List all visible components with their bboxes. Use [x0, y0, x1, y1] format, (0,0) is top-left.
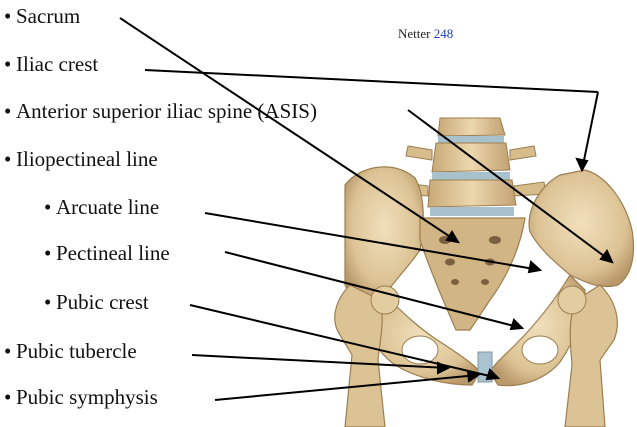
bullet: • [4, 149, 16, 170]
bullet: • [4, 54, 16, 75]
label-pubic-tubercle: •Pubic tubercle [4, 341, 137, 362]
label-pubic-tubercle-text: Pubic tubercle [16, 339, 137, 363]
label-iliopectineal-line: •Iliopectineal line [4, 149, 158, 170]
label-pubic-crest: •Pubic crest [44, 292, 149, 313]
label-pectineal-line-text: Pectineal line [56, 241, 170, 265]
bullet: • [44, 292, 56, 313]
netter-reference: Netter 248 [398, 26, 453, 42]
label-pectineal-line: •Pectineal line [44, 243, 170, 264]
bullet: • [4, 387, 16, 408]
label-iliopectineal-line-text: Iliopectineal line [16, 147, 158, 171]
sacrum-bone [420, 218, 525, 330]
label-iliac-crest: •Iliac crest [4, 54, 98, 75]
label-iliac-crest-text: Iliac crest [16, 52, 98, 76]
bullet: • [4, 341, 16, 362]
bullet: • [44, 197, 56, 218]
netter-reference-text: Netter [398, 26, 430, 41]
label-asis-text: Anterior superior iliac spine (ASIS) [16, 99, 317, 123]
label-sacrum: •Sacrum [4, 6, 80, 27]
label-arcuate-line: •Arcuate line [44, 197, 159, 218]
label-pubic-crest-text: Pubic crest [56, 290, 149, 314]
bullet: • [4, 101, 16, 122]
label-sacrum-text: Sacrum [16, 4, 80, 28]
label-pubic-symphysis: •Pubic symphysis [4, 387, 158, 408]
label-arcuate-line-text: Arcuate line [56, 195, 159, 219]
label-pubic-symphysis-text: Pubic symphysis [16, 385, 158, 409]
netter-reference-number: 248 [434, 26, 454, 41]
bullet: • [4, 6, 16, 27]
label-asis: •Anterior superior iliac spine (ASIS) [4, 101, 317, 122]
bullet: • [44, 243, 56, 264]
